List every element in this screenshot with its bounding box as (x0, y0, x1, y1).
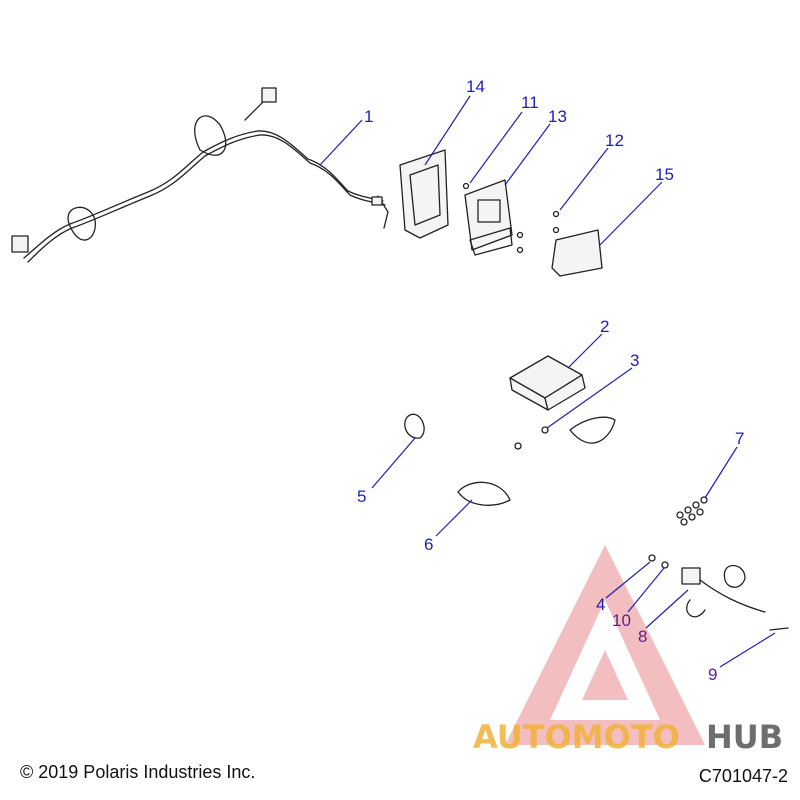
callout-4: 4 (596, 595, 605, 614)
callout-12: 12 (605, 131, 624, 150)
copyright-notice: © 2019 Polaris Industries Inc. (20, 762, 256, 782)
watermark-logo (505, 545, 705, 745)
callout-6: 6 (424, 535, 433, 554)
callout-7: 7 (735, 429, 744, 448)
drawing-number: C701047-2 (698, 766, 788, 786)
leader-lines (319, 95, 776, 668)
callout-2: 2 (600, 317, 609, 336)
mounting-bracket-part (399, 149, 449, 239)
small-harness-part (648, 554, 789, 631)
watermark-brand: AUTOMOTO HUB (473, 718, 783, 756)
cable-tie-parts (404, 413, 616, 506)
callout-13: 13 (548, 107, 567, 126)
watermark-brand-part1: AUTOMOTO (473, 718, 680, 756)
control-module-part (509, 355, 586, 411)
callout-10: 10 (612, 611, 631, 630)
cover-plate-part (551, 229, 603, 277)
screws-part (462, 182, 560, 254)
callout-14: 14 (466, 77, 485, 96)
callout-15: 15 (655, 165, 674, 184)
clips-part (676, 496, 708, 526)
callout-11: 11 (521, 93, 539, 112)
ecu-module-part (464, 179, 513, 256)
callout-labels: 1 2 3 4 5 6 7 8 9 10 11 12 13 14 15 (357, 77, 744, 684)
callout-9: 9 (708, 665, 717, 684)
callout-5: 5 (357, 487, 366, 506)
callout-3: 3 (630, 351, 639, 370)
wire-harness-part (11, 87, 389, 263)
callout-1: 1 (364, 107, 373, 126)
fastener-part (514, 426, 549, 450)
callout-8: 8 (638, 627, 647, 646)
watermark-brand-part2: HUB (706, 718, 783, 756)
